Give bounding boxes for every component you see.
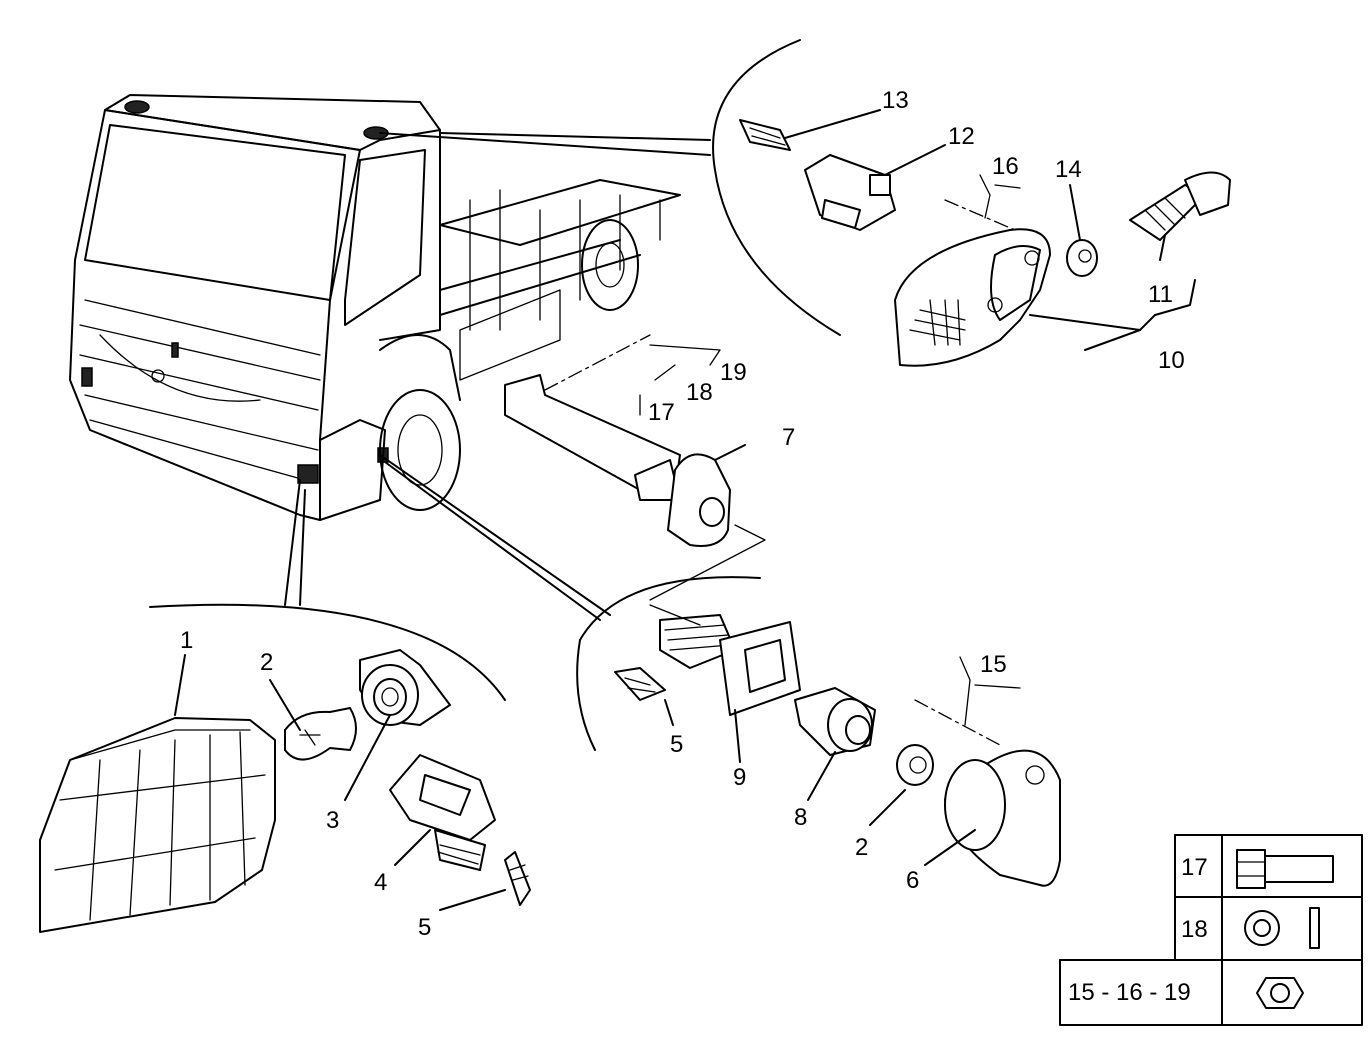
- roof-lamp-holder: [804, 154, 896, 231]
- callout-19: 19: [720, 359, 747, 386]
- roof-marker-lamp: [894, 228, 1051, 367]
- callout-10: 10: [1158, 347, 1185, 374]
- legend-label-17: 17: [1181, 854, 1208, 881]
- nut-icon: [1256, 977, 1304, 1009]
- callout-4: 4: [374, 869, 387, 896]
- callout-9: 9: [733, 764, 746, 791]
- callout-3: 3: [326, 807, 339, 834]
- callout-2-side: 2: [855, 834, 868, 861]
- side-bulb-holder: [794, 687, 876, 756]
- socket-assembly: [389, 754, 496, 871]
- callout-17: 17: [648, 399, 675, 426]
- roof-bulb: [1066, 239, 1098, 277]
- leader-side-marker: [379, 454, 611, 616]
- callout-5-side: 5: [670, 731, 683, 758]
- fastener-legend: 17 18 15 - 16 - 19: [1059, 834, 1363, 1026]
- callout-7: 7: [782, 424, 795, 451]
- bulb-side: [896, 744, 934, 786]
- callout-6: 6: [906, 867, 919, 894]
- leader-roof-top: [439, 132, 711, 141]
- front-detail-arc: [149, 603, 506, 701]
- callout-2-front: 2: [260, 649, 273, 676]
- side-detail-arc: [576, 576, 761, 751]
- callout-5-front: 5: [418, 914, 431, 941]
- legend-label-18: 18: [1181, 916, 1208, 943]
- marker-bracket: [659, 614, 801, 716]
- callout-14: 14: [1055, 156, 1082, 183]
- callout-11: 11: [1148, 281, 1173, 308]
- bolt-icon: [1236, 849, 1334, 889]
- legend-label-15-16-19: 15 - 16 - 19: [1068, 979, 1191, 1006]
- connector-terminal-side: [614, 667, 666, 701]
- callout-leaders: [174, 109, 1196, 911]
- leader-front-indicator: [284, 479, 301, 606]
- front-indicator-lens: [39, 717, 276, 933]
- roof-detail-arc: [712, 39, 841, 336]
- callout-18: 18: [686, 379, 713, 406]
- leader-roof-to-detail: [379, 132, 711, 156]
- leader-side-marker-2: [384, 461, 601, 621]
- roof-connector: [739, 119, 791, 151]
- callout-8: 8: [794, 804, 807, 831]
- callout-13: 13: [882, 87, 909, 114]
- callout-1: 1: [180, 627, 193, 654]
- callout-16: 16: [992, 153, 1019, 180]
- callout-15: 15: [980, 651, 1007, 678]
- leader-front-indicator-2: [299, 489, 306, 606]
- bulb-holder: [359, 649, 451, 726]
- callout-numbers: 1 2 3 4 5 5 9 8 2 6 15 7 17 18 19 13 12 …: [180, 87, 1185, 941]
- side-marker-with-stalk: [504, 374, 731, 547]
- truck-illustration: [69, 94, 681, 521]
- bulb-front: [284, 707, 357, 761]
- roof-bulb-socket: [1129, 171, 1231, 241]
- side-marker-lamp: [944, 749, 1061, 887]
- callout-12: 12: [948, 123, 975, 150]
- washer-icon: [1244, 907, 1320, 949]
- connector-terminal-front: [504, 851, 531, 906]
